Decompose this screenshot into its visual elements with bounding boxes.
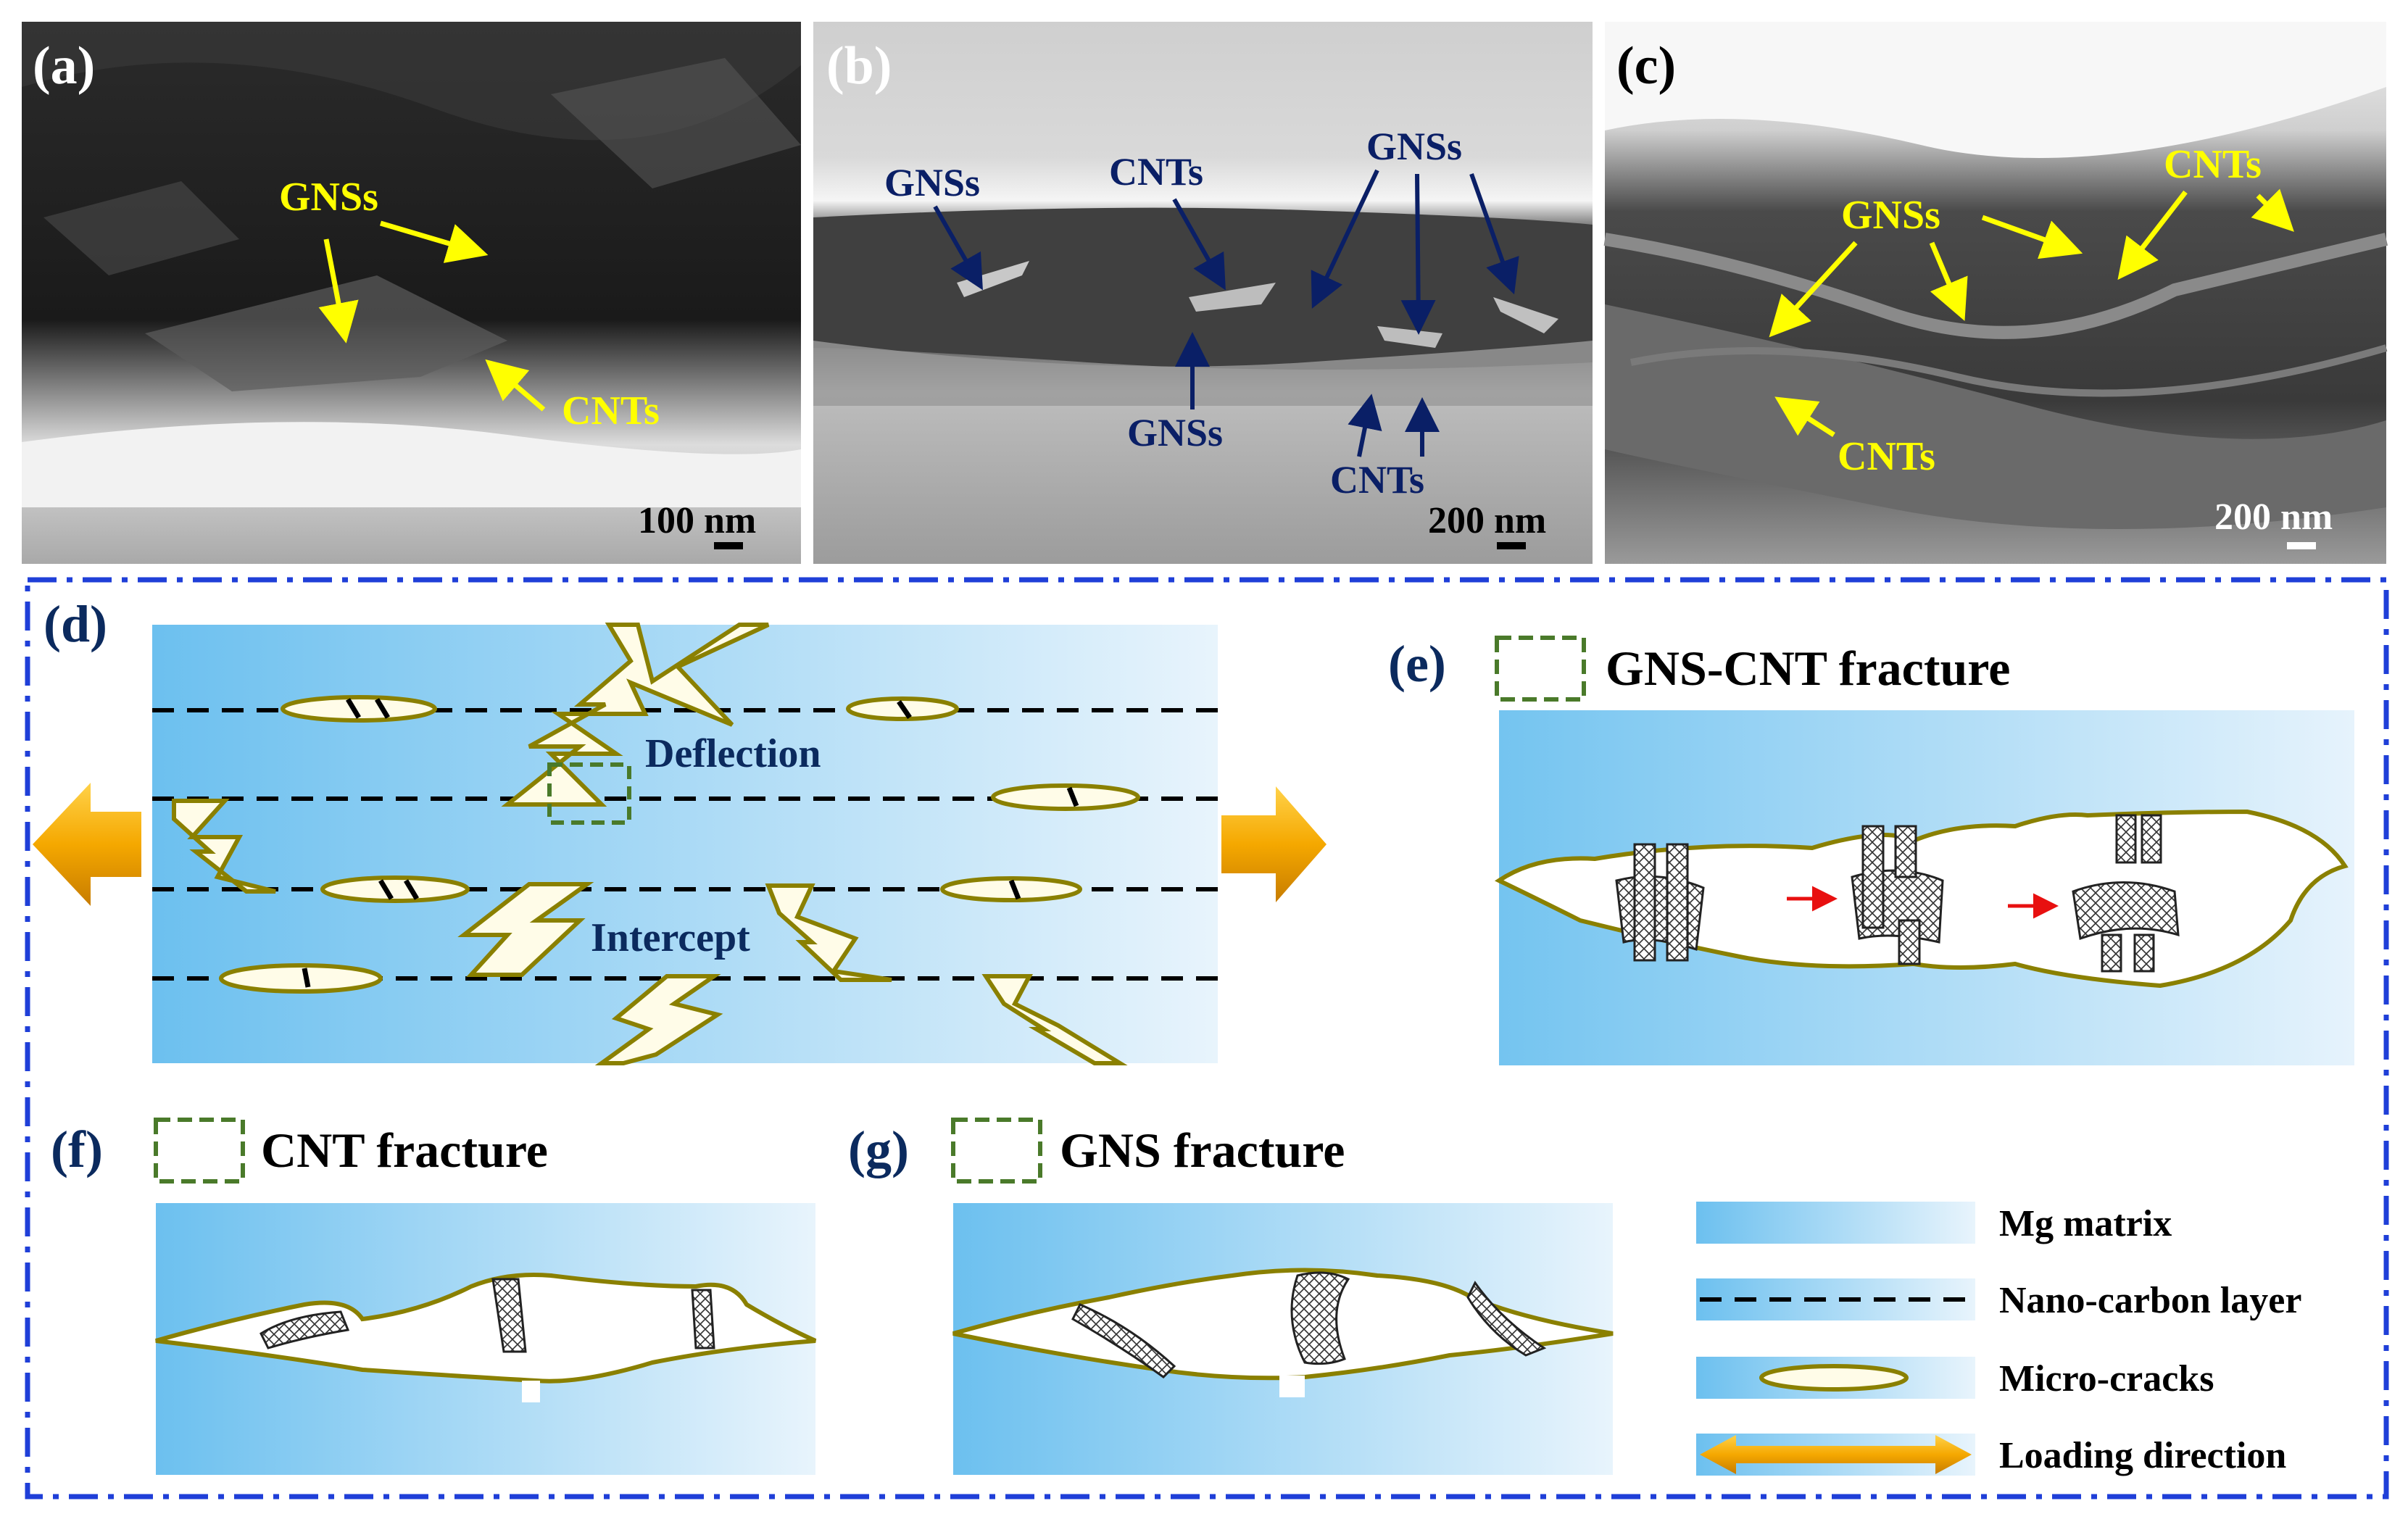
sem-c-arrow-gns-2 — [1929, 241, 1968, 321]
f-cnts — [260, 1278, 715, 1353]
legend-label-mg-matrix: Mg matrix — [1999, 1203, 2172, 1244]
panel-letter-c: (c) — [1616, 36, 1676, 96]
panel-letter-f: (f) — [51, 1120, 103, 1178]
g-crack — [952, 1268, 1614, 1381]
schematic-panel-g: (g) GNS fracture — [848, 1118, 1614, 1475]
schematic-panel-d: (d) — [33, 595, 1327, 1065]
legend-ellipse-micro-cracks — [1759, 1364, 1909, 1392]
sem-a-label-cnt: CNTs — [562, 388, 660, 433]
panel-letter-e: (e) — [1388, 635, 1446, 693]
sem-b-arrow-cnt-bottom-1 — [1348, 394, 1382, 457]
panel-letter-a: (a) — [33, 36, 95, 96]
legend-arrow-loading — [1700, 1435, 1972, 1474]
e-title: GNS-CNT fracture — [1606, 641, 2010, 696]
f-notch — [522, 1381, 540, 1402]
sem-a-arrow-cnt — [485, 359, 546, 412]
sem-c-arrow-gns-3 — [1981, 215, 2083, 259]
d-intercept-label: Intercept — [591, 915, 750, 960]
sem-b-label-gns-bottom: GNSs — [1127, 411, 1223, 454]
sem-b-arrow-cnt-top — [1172, 198, 1226, 291]
sem-b-arrow-gns-left — [933, 205, 983, 291]
sem-a-scalebar — [714, 542, 743, 549]
legend-label-nano-carbon: Nano-carbon layer — [1999, 1280, 2301, 1321]
d-deflection-box — [547, 762, 631, 825]
d-loading-arrow-right — [1221, 786, 1327, 902]
sem-b-label-cnt-bottom: CNTs — [1330, 458, 1424, 502]
legend: Mg matrix Nano-carbon layer Micro-cracks… — [1696, 1202, 2301, 1476]
sem-b-label-gns-top: GNSs — [1366, 125, 1462, 168]
sem-c-arrow-cnt-bottom — [1774, 396, 1835, 437]
g-legend-box — [951, 1118, 1042, 1184]
sem-c-arrow-cnt-top-2 — [2251, 188, 2294, 232]
sem-a-scalebar-label: 100 nm — [638, 500, 756, 541]
d-deflection-label: Deflection — [645, 731, 821, 776]
sem-b-scalebar-label: 200 nm — [1428, 500, 1546, 541]
sem-c-arrow-gns-1 — [1769, 241, 1858, 338]
sem-panel-b: (b) GNSs CNTs GNSs GNSs CNTs 200 nm — [813, 22, 1593, 564]
sem-panel-c: (c) GNSs CNTs CNTs 200 nm — [1603, 22, 2388, 564]
sem-c-arrow-cnt-top-1 — [2117, 190, 2188, 280]
sem-b-scalebar — [1497, 542, 1526, 549]
d-zigzag-cracks — [172, 623, 1128, 1065]
d-crack-marks — [302, 698, 1079, 988]
d-micro-cracks — [219, 695, 1140, 994]
f-title: CNT fracture — [261, 1123, 548, 1178]
schematic-frame — [25, 577, 2389, 1500]
e-nanocarbon — [1615, 814, 2180, 973]
sem-a-arrow-gns-1 — [380, 220, 489, 263]
schematic-panel-e: (e) GNS-CNT fracture — [1388, 635, 2354, 1065]
e-legend-box — [1495, 636, 1586, 702]
panel-letter-d: (d) — [43, 595, 107, 653]
sem-b-arrow-gns-top-1 — [1311, 169, 1379, 309]
sem-c-label-gns: GNSs — [1841, 193, 1940, 238]
sem-panel-a: (a) GNSs CNTs 100 nm — [22, 22, 801, 564]
sem-c-label-cnt-bottom: CNTs — [1838, 434, 1935, 479]
panel-letter-g: (g) — [848, 1120, 909, 1178]
g-gns — [1071, 1271, 1547, 1378]
sem-a-arrow-gns-2 — [318, 238, 359, 344]
sem-c-scalebar — [2287, 542, 2316, 549]
sem-b-arrow-gns-top-3 — [1469, 172, 1519, 295]
g-title: GNS fracture — [1060, 1123, 1345, 1178]
sem-c-scalebar-label: 200 nm — [2214, 496, 2333, 538]
sem-b-label-cnt-top: CNTs — [1109, 150, 1203, 194]
g-notch — [1279, 1376, 1305, 1397]
f-legend-box — [154, 1118, 245, 1184]
sem-a-label-gns: GNSs — [279, 175, 378, 220]
legend-label-micro-cracks: Micro-cracks — [1999, 1358, 2214, 1399]
panel-letter-b: (b) — [826, 36, 892, 96]
d-loading-arrow-left — [33, 783, 141, 906]
sem-c-label-cnt-top: CNTs — [2164, 142, 2262, 187]
legend-swatch-mg-matrix — [1696, 1202, 1975, 1244]
sem-b-label-gns-left: GNSs — [884, 161, 980, 204]
schematic-panel-f: (f) CNT fracture — [51, 1118, 817, 1475]
sem-b-arrow-gns-top-2 — [1400, 173, 1436, 335]
legend-label-loading: Loading direction — [1999, 1435, 2286, 1476]
f-crack — [155, 1273, 817, 1384]
